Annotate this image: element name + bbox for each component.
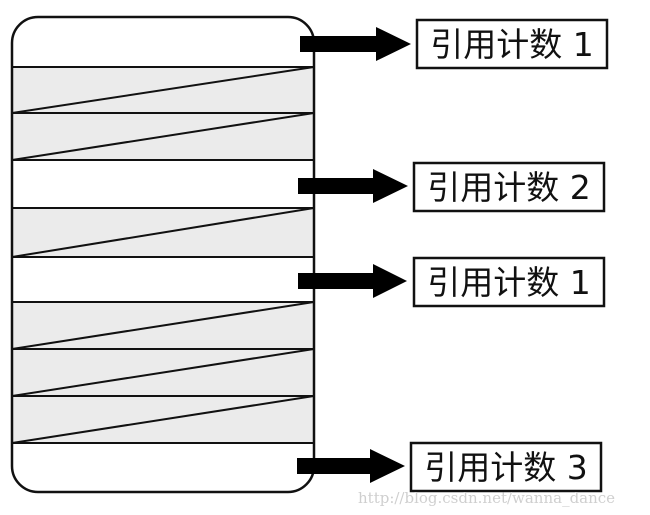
reference-pointer-4: 引用计数 3 — [297, 441, 603, 493]
memory-block-free — [12, 443, 314, 492]
used-block-diagonal — [12, 348, 314, 397]
memory-block-free — [12, 17, 314, 67]
reference-pointer-3: 引用计数 1 — [298, 256, 606, 308]
memory-blocks — [12, 17, 314, 492]
watermark-text: http://blog.csdn.net/wanna_dance — [358, 489, 615, 507]
reference-pointer-1: 引用计数 1 — [300, 18, 609, 70]
used-block-diagonal — [12, 112, 314, 161]
used-block-diagonal — [12, 301, 314, 350]
reference-count-label: 引用计数 1 — [430, 25, 594, 64]
reference-count-label: 引用计数 3 — [424, 448, 588, 487]
arrow-right-icon — [298, 169, 408, 203]
memory-container-border — [10, 15, 316, 494]
reference-count-label: 引用计数 2 — [427, 168, 591, 207]
used-block-diagonal — [12, 66, 314, 114]
reference-count-box — [412, 161, 606, 213]
reference-count-box — [415, 18, 609, 70]
reference-count-box — [409, 441, 603, 493]
reference-pointer-2: 引用计数 2 — [298, 161, 606, 213]
memory-block-free — [12, 257, 314, 302]
reference-count-box — [412, 256, 606, 308]
used-block-diagonal — [12, 207, 314, 258]
block-dividers — [12, 66, 314, 444]
memory-container — [10, 15, 316, 494]
arrow-right-icon — [298, 264, 407, 298]
arrow-right-icon — [297, 449, 405, 483]
memory-block-free — [12, 160, 314, 208]
reference-count-label: 引用计数 1 — [427, 263, 591, 302]
arrow-right-icon — [300, 27, 411, 61]
used-block-diagonal — [12, 395, 314, 444]
